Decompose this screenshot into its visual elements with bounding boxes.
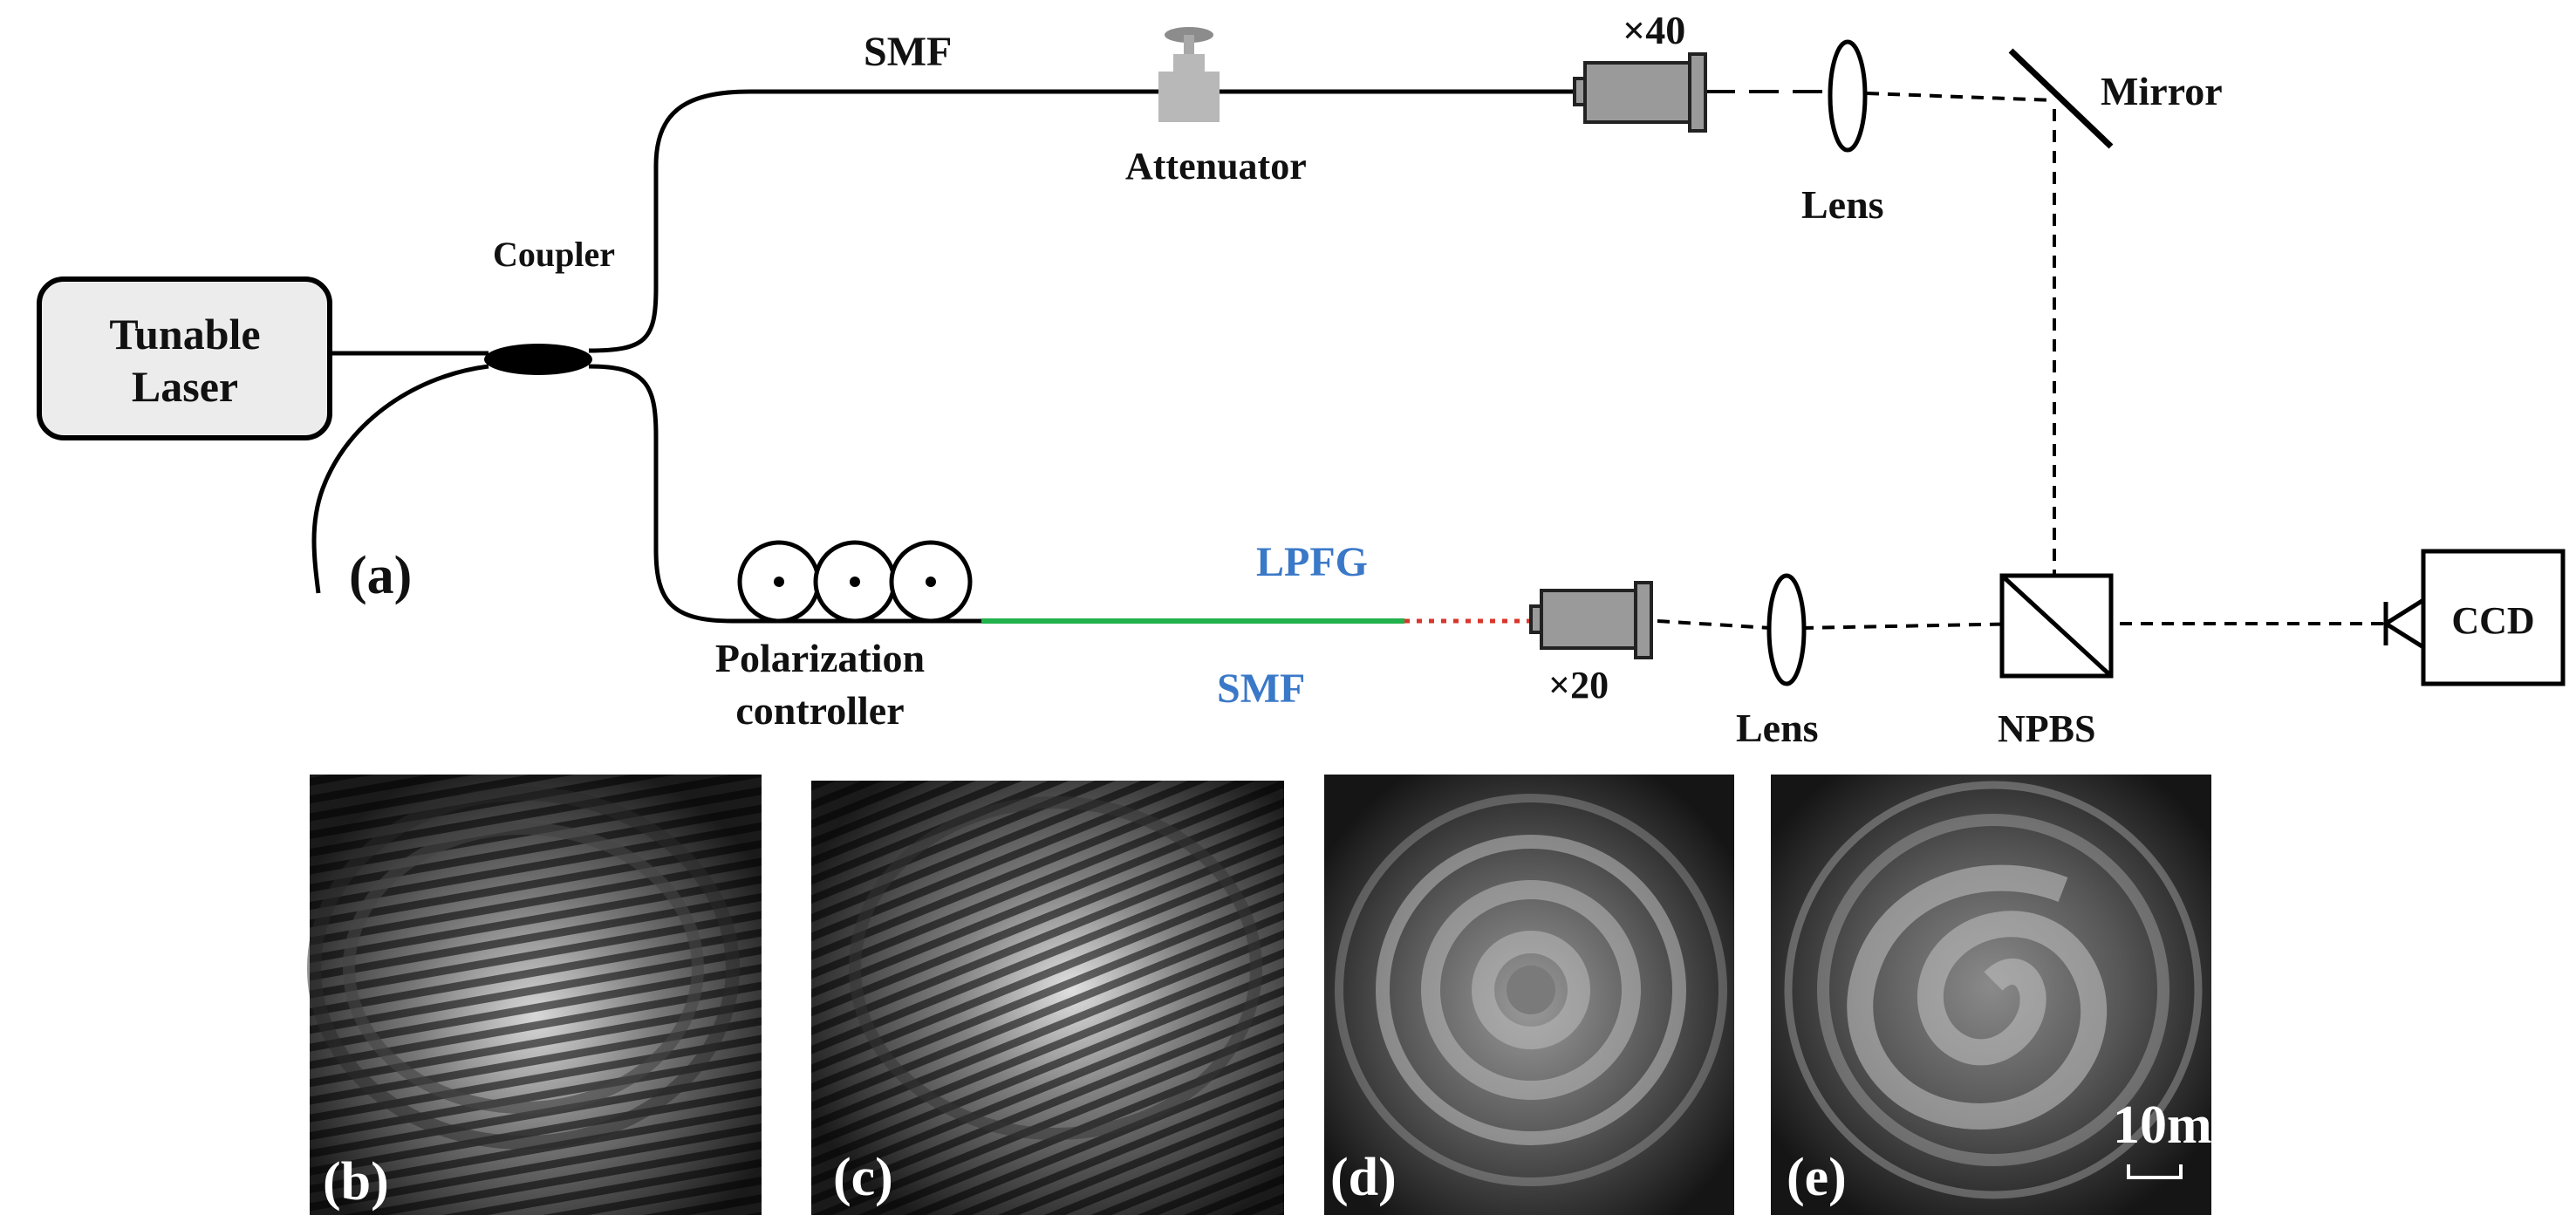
attenuator-shape	[1158, 27, 1220, 122]
ccd-label: CCD	[2451, 599, 2534, 642]
panel-d-image: (d)	[1324, 775, 1734, 1215]
objective-bottom-shape	[1529, 581, 1653, 659]
beam-paths	[1657, 90, 2386, 630]
attenuator-label: Attenuator	[1125, 145, 1307, 188]
panel-e-image: (e) 10mm	[1771, 775, 2257, 1215]
scale-bar-label: 10mm	[2113, 1096, 2257, 1155]
panel-b-image: (b)	[307, 775, 762, 1215]
coupler-label: Coupler	[493, 235, 615, 274]
laser-label-line1: Tunable	[109, 310, 260, 358]
polarization-label-line1: Polarization	[715, 636, 925, 680]
panel-c-label: (c)	[833, 1148, 893, 1207]
scale-bar	[2127, 1164, 2183, 1179]
laser-label-line2: Laser	[132, 362, 238, 411]
objective-top-shape	[1573, 52, 1707, 133]
smf-top-label: SMF	[864, 29, 952, 75]
lens-bottom-label: Lens	[1736, 706, 1819, 750]
panel-d-label: (d)	[1330, 1148, 1397, 1207]
polarization-label-line2: controller	[735, 688, 904, 733]
panel-b-label: (b)	[323, 1152, 389, 1212]
lens-bottom-shape	[1766, 573, 1807, 686]
mirror-shape	[2008, 48, 2114, 149]
smf-bottom-label: SMF	[1217, 666, 1305, 712]
polarization-controller-shape	[737, 540, 973, 624]
objective-bottom-label: ×20	[1548, 664, 1609, 706]
lpfg-label: LPFG	[1256, 539, 1368, 585]
npbs-label: NPBS	[1998, 707, 2095, 750]
panel-e-label: (e)	[1787, 1148, 1847, 1207]
fiber-paths	[311, 89, 1575, 624]
mirror-label: Mirror	[2101, 69, 2223, 113]
panel-c-image: (c)	[811, 781, 1284, 1215]
coupler-shape	[484, 344, 592, 375]
panel-a-label: (a)	[349, 546, 412, 605]
lens-top-label: Lens	[1801, 182, 1884, 227]
lens-top-shape	[1828, 39, 1868, 153]
objective-top-label: ×40	[1623, 8, 1685, 52]
npbs-shape	[1999, 573, 2114, 679]
tunable-laser: Tunable Laser	[37, 276, 332, 440]
ccd-shape: CCD	[2381, 549, 2566, 686]
